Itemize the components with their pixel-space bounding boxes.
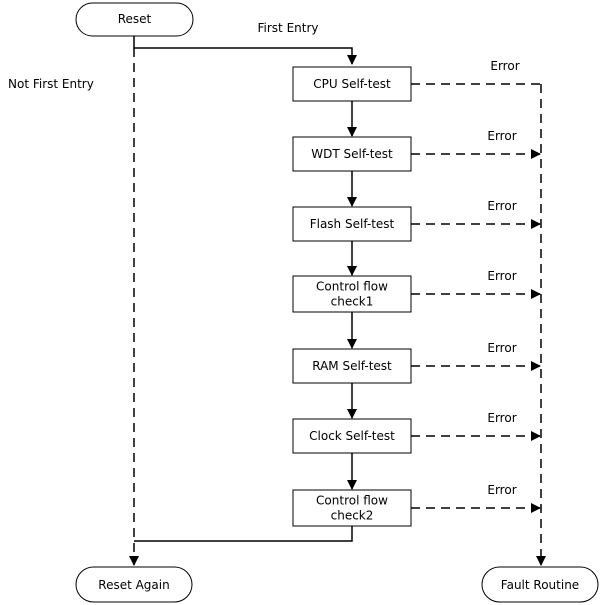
fault-routine-terminal: Fault Routine	[481, 566, 599, 603]
step-box: Clock Self-test	[292, 418, 412, 454]
step-label: WDT Self-test	[311, 147, 393, 161]
reset-again-label: Reset Again	[98, 578, 169, 592]
reset-again-terminal: Reset Again	[75, 566, 193, 603]
not-first-entry-label: Not First Entry	[8, 77, 94, 91]
step-box: RAM Self-test	[292, 348, 412, 384]
step-box-rect	[292, 418, 412, 454]
step-box: CPU Self-test	[292, 66, 412, 102]
error-label: Error	[487, 341, 516, 355]
step-label: check2	[331, 509, 374, 523]
error-label: Error	[487, 129, 516, 143]
step-label: Clock Self-test	[309, 429, 395, 443]
first-entry-label: First Entry	[258, 21, 319, 35]
step-label: RAM Self-test	[312, 359, 392, 373]
error-label: Error	[487, 411, 516, 425]
step-label: Control flow	[316, 280, 388, 294]
first-entry-connector	[133, 36, 357, 65]
step-box-rect	[292, 275, 412, 313]
step-label: Control flow	[316, 494, 388, 508]
fault-routine-label: Fault Routine	[501, 578, 579, 592]
error-label: Error	[487, 269, 516, 283]
step-label: Flash Self-test	[310, 217, 395, 231]
step-label: CPU Self-test	[313, 77, 391, 91]
error-label: Error	[487, 483, 516, 497]
reset-terminal: Reset	[75, 2, 194, 37]
step-box: Flash Self-test	[292, 206, 412, 242]
step-label: check1	[331, 295, 374, 309]
return-connector	[134, 526, 353, 542]
error-label: Error	[490, 59, 519, 73]
step-box: WDT Self-test	[292, 136, 412, 172]
step-box-rect	[292, 348, 412, 384]
reset-label: Reset	[118, 12, 152, 26]
step-box-rect	[292, 66, 412, 102]
error-label: Error	[487, 199, 516, 213]
